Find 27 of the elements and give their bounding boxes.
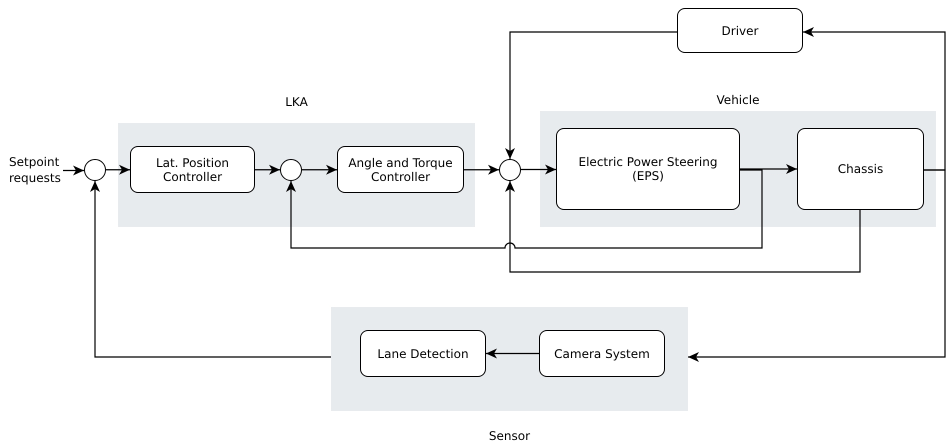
arrow xyxy=(302,164,337,175)
group-title: LKA xyxy=(285,94,308,111)
arrow xyxy=(63,166,84,176)
arrow xyxy=(90,181,331,358)
summing-junction xyxy=(84,159,106,181)
arrow xyxy=(464,164,499,175)
arrow xyxy=(255,164,280,175)
process-box: Driver xyxy=(677,8,803,53)
arrow xyxy=(803,27,946,171)
arrow xyxy=(505,181,861,273)
input-label: Setpoint requests xyxy=(3,154,63,188)
arrow xyxy=(521,164,556,174)
arrow xyxy=(286,169,763,249)
arrow xyxy=(688,169,946,362)
arrow xyxy=(486,348,539,358)
process-box: Angle and Torque Controller xyxy=(337,146,464,193)
arrow xyxy=(505,31,677,159)
process-box: Lane Detection xyxy=(360,330,486,377)
process-box: Lat. Position Controller xyxy=(130,146,255,193)
summing-junction xyxy=(499,159,521,181)
group-title: Sensor xyxy=(488,428,530,445)
arrow xyxy=(740,164,797,174)
process-box: Chassis xyxy=(797,128,924,210)
group-title: Vehicle xyxy=(716,92,760,109)
arrow xyxy=(106,164,130,175)
process-box: Camera System xyxy=(539,330,665,377)
process-box: Electric Power Steering (EPS) xyxy=(556,128,740,210)
